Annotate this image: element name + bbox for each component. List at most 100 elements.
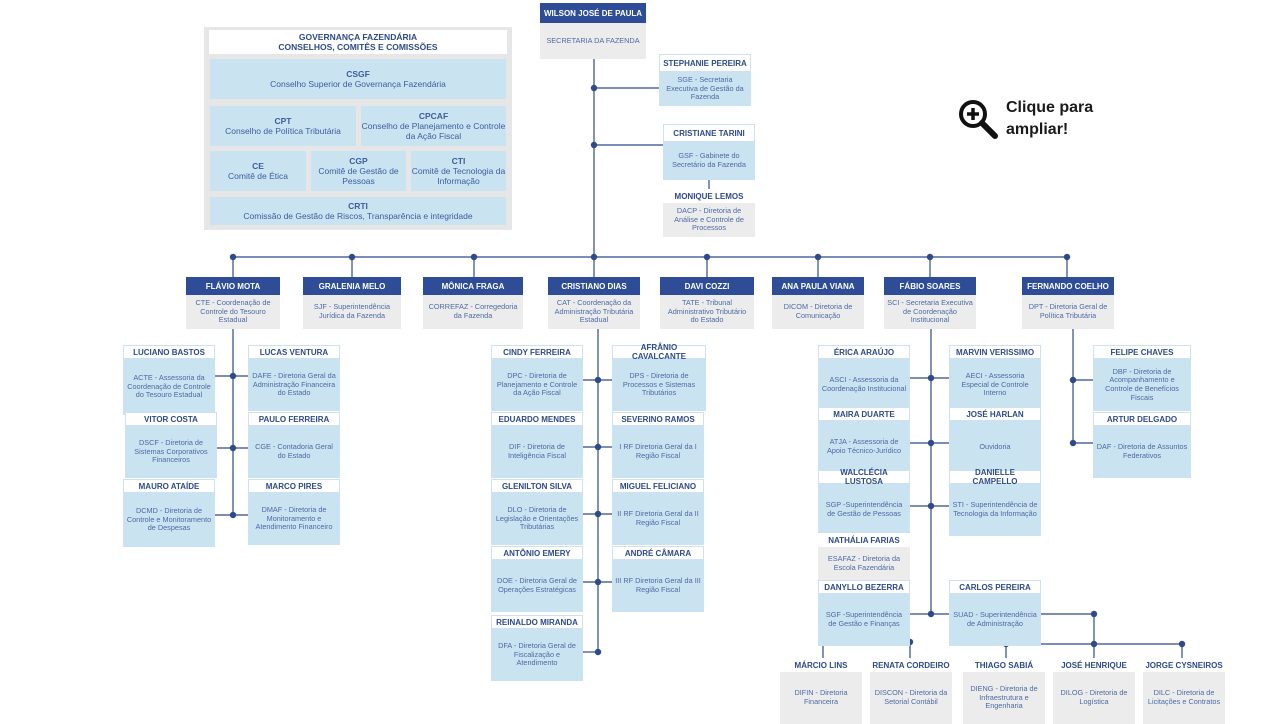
node-name: VITOR COSTA: [125, 412, 217, 426]
connector-node: [814, 253, 822, 261]
gov-box-desc: Comitê de Gestão de Pessoas: [318, 166, 399, 186]
node-description: DILC - Diretoria de Licitações e Contrat…: [1143, 672, 1225, 724]
node-name: WALCLÉCIA LUSTOSA: [818, 468, 910, 486]
node-description: CTE - Coordenação de Controle do Tesouro…: [186, 295, 280, 329]
gov-box-abbr: CSGF: [346, 69, 370, 79]
node-description: DACP - Diretoria de Análise e Controle d…: [663, 203, 755, 237]
node-name: MARCO PIRES: [248, 479, 340, 493]
node-name: GRALENIA MELO: [303, 277, 401, 295]
gov-box-abbr: CPT: [274, 116, 292, 126]
node-name: FERNANDO COELHO: [1022, 277, 1114, 295]
connector-node: [590, 253, 598, 261]
node-description: ATJA - Assessoria de Apoio Técnico-Juríd…: [818, 421, 910, 473]
gov-box-desc: Conselho de Política Tributária: [225, 126, 341, 136]
node-name: CRISTIANO DIAS: [548, 277, 640, 295]
connector-node: [1178, 640, 1186, 648]
gov-box-crti[interactable]: CRTI Comissão de Gestão de Riscos, Trans…: [210, 197, 506, 225]
node-description: DPS - Diretoria de Processos e Sistemas …: [612, 359, 706, 411]
node-name: DANIELLE CAMPELLO: [949, 468, 1041, 486]
gov-box-cpcaf[interactable]: CPCAF Conselho de Planejamento e Control…: [361, 106, 506, 146]
gov-box-csgf[interactable]: CSGF Conselho Superior de Governança Faz…: [210, 59, 506, 99]
node-name: DANYLLO BEZERRA: [818, 580, 910, 594]
node-name: DAVI COZZI: [660, 277, 754, 295]
connector-node: [927, 374, 935, 382]
node-description: DLO - Diretoria de Legislação e Orientaç…: [491, 493, 583, 545]
node-description: DFA - Diretoria Geral de Fiscalização e …: [491, 629, 583, 681]
gov-box-cgp[interactable]: CGP Comitê de Gestão de Pessoas: [311, 151, 406, 191]
node-name: PAULO FERREIRA: [248, 412, 340, 426]
gov-box-cpt[interactable]: CPT Conselho de Política Tributária: [210, 106, 356, 146]
node-description: DSCF - Diretoria de Sistemas Corporativo…: [125, 426, 217, 478]
connector-node: [1090, 610, 1098, 618]
node-description: ESAFAZ - Diretoria da Escola Fazendária: [818, 547, 910, 581]
zoom-hint-text[interactable]: Clique para ampliar!: [1006, 97, 1093, 141]
node-name: JOSÉ HARLAN: [949, 407, 1041, 421]
node-description: SGF -Superintendência de Gestão e Finanç…: [818, 594, 910, 646]
zoom-hint[interactable]: Clique para ampliar!: [956, 94, 1136, 144]
node-name: MAURO ATAÍDE: [123, 479, 215, 493]
gov-box-cti[interactable]: CTI Comitê de Tecnologia da Informação: [411, 151, 506, 191]
node-name: MIGUEL FELICIANO: [612, 479, 704, 493]
node-name: EDUARDO MENDES: [491, 412, 583, 426]
node-description: DBF - Diretoria de Acompanhamento e Cont…: [1093, 359, 1191, 411]
node-name: GLENILTON SILVA: [491, 479, 583, 493]
gov-box-ce[interactable]: CE Comitê de Ética: [210, 151, 306, 191]
node-description: SUAD - Superintendência de Administração: [949, 594, 1041, 646]
connector-node: [594, 510, 602, 518]
node-name: FLÁVIO MOTA: [186, 277, 280, 295]
gov-box-abbr: CPCAF: [418, 111, 449, 121]
node-name: FELIPE CHAVES: [1093, 345, 1191, 359]
node-description: DAF - Diretoria de Assuntos Federativos: [1093, 426, 1191, 478]
node-name: CRISTIANE TARINI: [663, 124, 755, 142]
connector-node: [590, 84, 598, 92]
zoom-in-icon[interactable]: [956, 97, 1000, 141]
node-name: MARVIN VERISSIMO: [949, 345, 1041, 359]
node-description: DIFIN - Diretoria Financeira: [780, 672, 862, 724]
connector-node: [1069, 439, 1077, 447]
node-name: FÁBIO SOARES: [884, 277, 976, 295]
